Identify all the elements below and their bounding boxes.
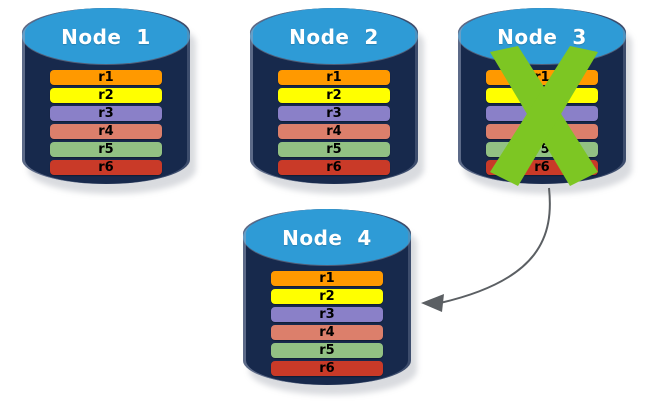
node-4[interactable]: Node 4 r1 r2 r3 r4 r5 r6: [243, 209, 417, 395]
row-label: r4: [319, 325, 335, 340]
node-1-top: [22, 8, 190, 64]
row-label: r5: [326, 142, 342, 157]
node-3-row-r5[interactable]: r5: [486, 142, 598, 157]
arrow-head-icon: [421, 294, 444, 312]
node-3-row-r3[interactable]: r3: [486, 106, 598, 121]
row-label: r1: [98, 70, 114, 85]
node-1-label: Node 1: [61, 25, 151, 49]
row-label: r4: [98, 124, 114, 139]
row-label: r2: [98, 88, 114, 103]
node-4-row-r4[interactable]: r4: [271, 325, 383, 340]
arrow-curve: [439, 187, 551, 304]
node-1-rows: r1 r2 r3 r4 r5 r6: [22, 70, 190, 175]
node-2-row-r3[interactable]: r3: [278, 106, 390, 121]
node-4-label: Node 4: [282, 226, 372, 250]
node-3-row-r6[interactable]: r6: [486, 160, 598, 175]
node-4-rows: r1 r2 r3 r4 r5 r6: [243, 271, 411, 376]
node-2-row-r6[interactable]: r6: [278, 160, 390, 175]
node-2-row-r4[interactable]: r4: [278, 124, 390, 139]
row-label: r4: [326, 124, 342, 139]
node-2-top: [250, 8, 418, 64]
node-3-row-r4[interactable]: r4: [486, 124, 598, 139]
row-label: r1: [319, 271, 335, 286]
row-label: r5: [319, 343, 335, 358]
node-2[interactable]: Node 2 r1 r2 r3 r4 r5 r6: [250, 8, 424, 194]
node-1-row-r3[interactable]: r3: [50, 106, 162, 121]
row-label: r6: [98, 160, 114, 175]
node-3[interactable]: Node 3 r1 r2 r3 r4 r5 r6: [458, 8, 632, 194]
node-4-row-r1[interactable]: r1: [271, 271, 383, 286]
row-label: r3: [319, 307, 335, 322]
row-label: r5: [98, 142, 114, 157]
row-label: r6: [534, 160, 550, 175]
node-2-label: Node 2: [289, 25, 379, 49]
row-label: r3: [326, 106, 342, 121]
row-label: r2: [326, 88, 342, 103]
row-label: r2: [534, 88, 550, 103]
node-1-row-r2[interactable]: r2: [50, 88, 162, 103]
node-3-label: Node 3: [497, 25, 587, 49]
node-2-row-r2[interactable]: r2: [278, 88, 390, 103]
node-2-rows: r1 r2 r3 r4 r5 r6: [250, 70, 418, 175]
row-label: r5: [534, 142, 550, 157]
node-1-row-r4[interactable]: r4: [50, 124, 162, 139]
row-label: r3: [98, 106, 114, 121]
node-1[interactable]: Node 1 r1 r2 r3 r4 r5 r6: [22, 8, 196, 194]
node-4-row-r3[interactable]: r3: [271, 307, 383, 322]
node-2-row-r5[interactable]: r5: [278, 142, 390, 157]
row-label: r3: [534, 106, 550, 121]
node-3-row-r1[interactable]: r1: [486, 70, 598, 85]
row-label: r2: [319, 289, 335, 304]
row-label: r1: [326, 70, 342, 85]
row-label: r4: [534, 124, 550, 139]
node-1-row-r6[interactable]: r6: [50, 160, 162, 175]
row-label: r6: [326, 160, 342, 175]
row-label: r1: [534, 70, 550, 85]
node-4-top: [243, 209, 411, 265]
node-2-row-r1[interactable]: r1: [278, 70, 390, 85]
node-4-row-r2[interactable]: r2: [271, 289, 383, 304]
node-4-row-r5[interactable]: r5: [271, 343, 383, 358]
node-1-row-r1[interactable]: r1: [50, 70, 162, 85]
node-3-row-r2[interactable]: r2: [486, 88, 598, 103]
node-1-row-r5[interactable]: r5: [50, 142, 162, 157]
node-3-rows: r1 r2 r3 r4 r5 r6: [458, 70, 626, 175]
node-4-row-r6[interactable]: r6: [271, 361, 383, 376]
row-label: r6: [319, 361, 335, 376]
